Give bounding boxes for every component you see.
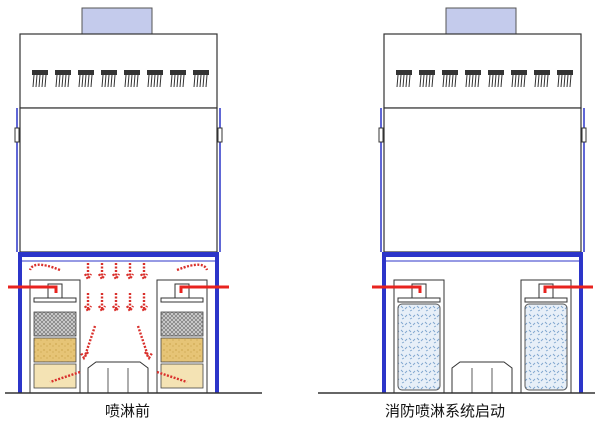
panel-spray-active	[372, 7, 593, 394]
pulse-valve	[101, 70, 117, 88]
spray-pipe	[372, 285, 422, 293]
airflow-arrow	[125, 293, 135, 314]
frame-leg-right	[215, 257, 219, 393]
airflow-arrow	[156, 370, 188, 384]
pulse-valve	[193, 70, 209, 88]
frame-leg-left	[18, 257, 22, 393]
airflow-arrow	[97, 263, 107, 282]
side-hinge-left	[14, 127, 20, 143]
caption-before-spray: 喷淋前	[104, 402, 150, 420]
dust-layer	[33, 337, 77, 363]
upper-plenum	[383, 33, 582, 109]
pulse-valve	[396, 70, 412, 88]
airflow-arrow	[125, 263, 135, 282]
pulse-valve	[419, 70, 435, 88]
airflow-arrow	[83, 293, 93, 314]
cartridge-module	[520, 279, 593, 394]
cartridge-module	[372, 279, 445, 394]
center-hopper	[451, 361, 513, 393]
frame-leg-right	[579, 257, 583, 393]
center-hopper	[87, 361, 149, 393]
airflow-arrow	[49, 370, 81, 384]
filter-media	[33, 311, 77, 337]
pulse-valve	[124, 70, 140, 88]
side-hinge-right	[581, 127, 587, 143]
airflow-arrow	[97, 293, 107, 314]
frame-beam	[18, 252, 219, 257]
dust-layer	[160, 337, 204, 363]
panel-before-spray	[8, 7, 229, 394]
frame-beam	[382, 252, 583, 257]
top-cap	[445, 7, 517, 35]
filter-media	[160, 311, 204, 337]
pulse-valve	[511, 70, 527, 88]
airflow-arrow	[83, 263, 93, 282]
airflow-arrows	[28, 263, 209, 384]
pulse-valve	[442, 70, 458, 88]
spray-pipe	[8, 285, 58, 293]
pulse-valve	[55, 70, 71, 88]
airflow-arrow	[176, 263, 209, 272]
pulse-valve	[465, 70, 481, 88]
pulse-valve	[557, 70, 573, 88]
airflow-arrow	[111, 293, 121, 314]
pulse-valve	[170, 70, 186, 88]
pulse-valve	[32, 70, 48, 88]
airflow-arrow	[139, 293, 149, 314]
spray-pipe	[179, 285, 229, 293]
pulse-valve	[534, 70, 550, 88]
airflow-arrow	[111, 263, 121, 282]
pulse-valve	[488, 70, 504, 88]
top-cap	[81, 7, 153, 35]
cartridge-module	[156, 279, 229, 394]
spray-pipe	[543, 285, 593, 293]
filter-housing	[383, 107, 582, 253]
upper-plenum	[19, 33, 218, 109]
pulse-valve	[147, 70, 163, 88]
airflow-arrow	[79, 325, 97, 361]
filter-housing	[19, 107, 218, 253]
airflow-arrow	[28, 263, 61, 272]
airflow-arrow	[136, 325, 154, 361]
foam-fill	[524, 303, 568, 391]
foam-fill	[397, 303, 441, 391]
side-hinge-left	[378, 127, 384, 143]
caption-spray-active: 消防喷淋系统启动	[384, 402, 505, 420]
frame-leg-left	[382, 257, 386, 393]
pulse-valve	[78, 70, 94, 88]
airflow-arrow	[139, 263, 149, 282]
cartridge-module	[8, 279, 81, 394]
side-hinge-right	[217, 127, 223, 143]
